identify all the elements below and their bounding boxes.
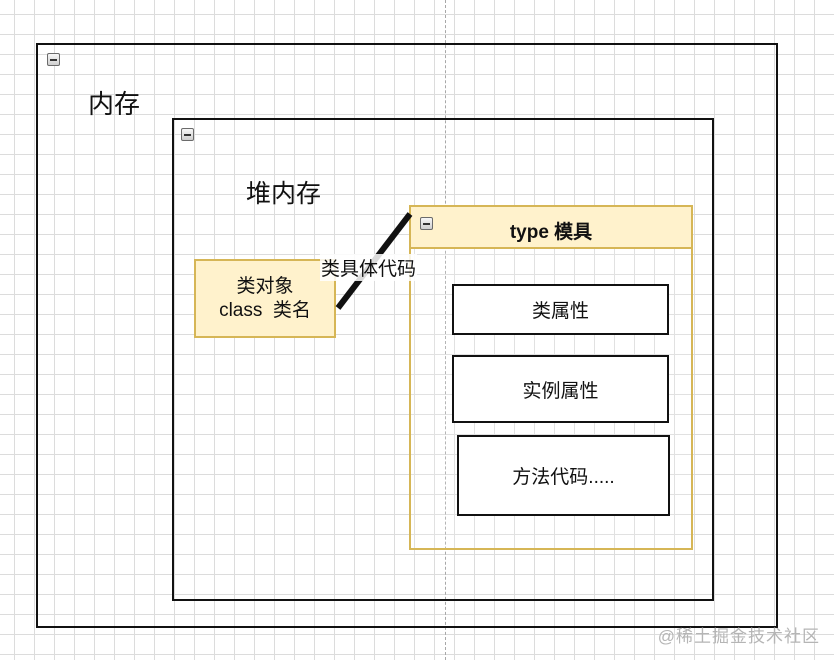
connector-label: 类具体代码 — [320, 254, 418, 281]
class-object-node[interactable]: 类对象 class 类名 — [194, 259, 336, 338]
type-collapse-icon[interactable] — [420, 217, 433, 230]
memory-container-title: 内存 — [88, 89, 141, 119]
memory-container[interactable] — [36, 43, 778, 628]
heap-container[interactable] — [172, 118, 714, 601]
class-object-line1: 类对象 — [236, 275, 294, 297]
memory-collapse-icon[interactable] — [47, 53, 60, 66]
heap-collapse-icon[interactable] — [181, 128, 194, 141]
watermark: @稀土掘金技术社区 — [657, 627, 820, 646]
class-attributes-node[interactable]: 类属性 — [452, 284, 669, 335]
instance-attributes-node[interactable]: 实例属性 — [452, 355, 669, 423]
method-code-node[interactable]: 方法代码..... — [457, 435, 670, 516]
class-object-line2: class 类名 — [219, 299, 311, 321]
type-template-title: type 模具 — [509, 222, 593, 243]
heap-container-title: 堆内存 — [246, 180, 322, 208]
center-guide-line — [445, 0, 446, 660]
type-template-header: type 模具 — [411, 207, 691, 249]
